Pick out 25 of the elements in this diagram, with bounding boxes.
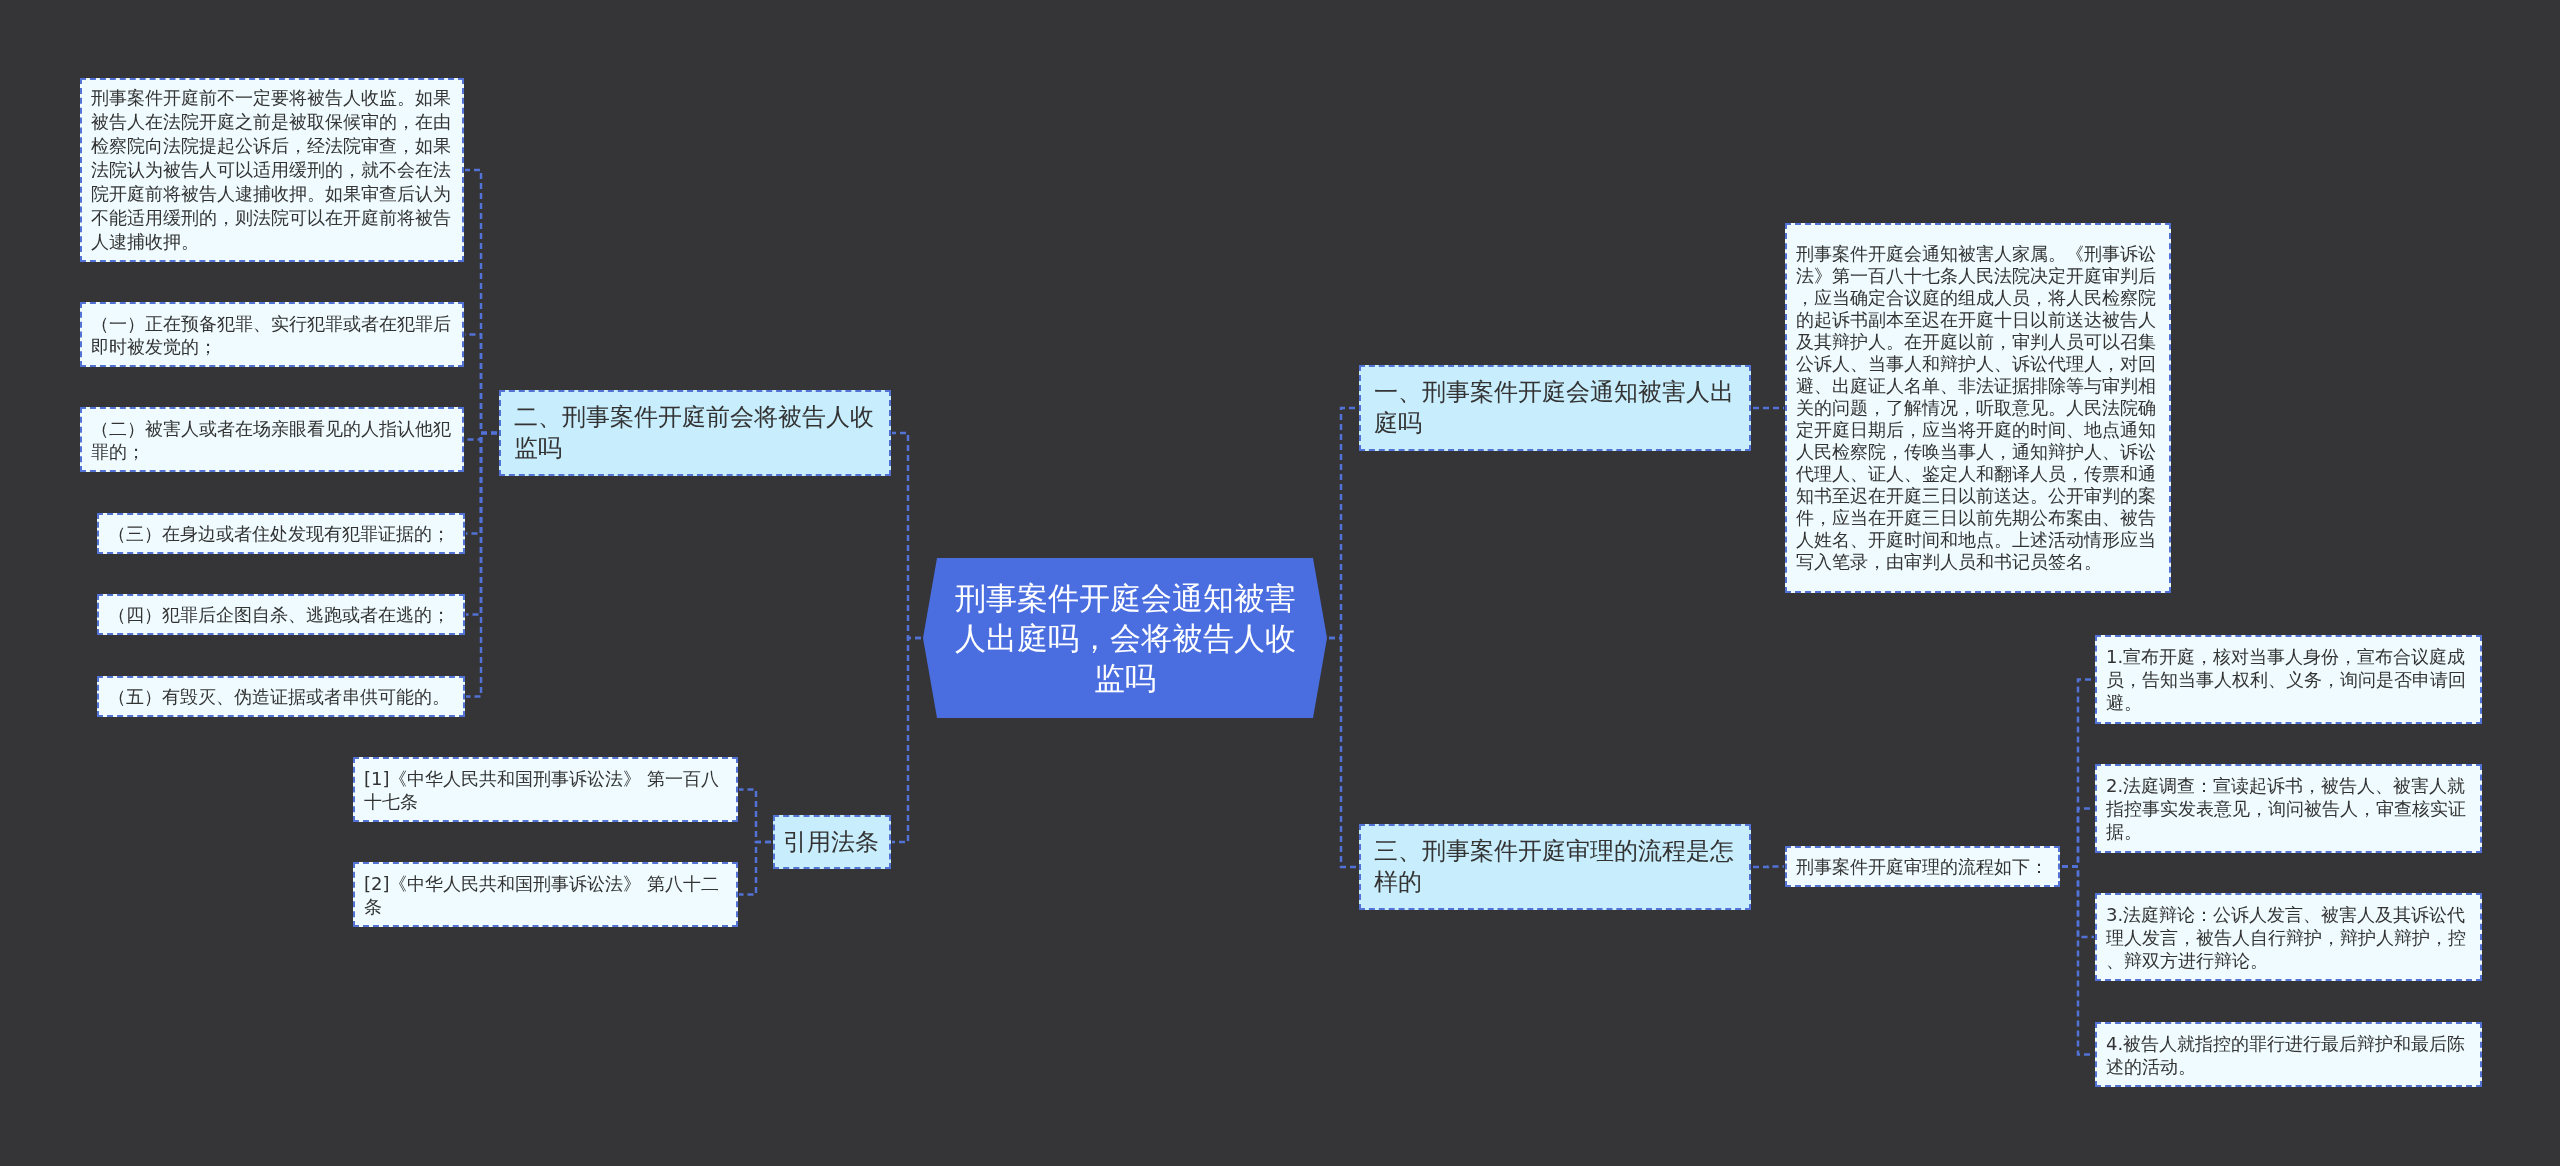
note-box: 刑事案件开庭前不一定要将被告人收监。如果被告人在法院开庭之前是被取保候审的，在由检察院向法院提起公诉后，经法院审查，如果法院认为被告人可以适用缓刑的，就不会在法院开庭前将被告人逮捕收押。如果审查后认为不能适用缓刑的，则法院可以在开庭前将被告人逮捕收押。 — [80, 78, 464, 262]
connector-line — [1329, 636, 1358, 869]
note-box: （五）有毁灭、伪造证据或者串供可能的。 — [97, 676, 465, 717]
topic-box: 引用法条 — [773, 815, 891, 869]
note-box: 3.法庭辩论：公诉人发言、被害人及其诉讼代理人发言，被告人自行辩护，辩护人辩护，控、辩双方进行辩论。 — [2095, 893, 2482, 981]
note-box: 刑事案件开庭会通知被害人家属。《刑事诉讼法》第一百八十七条人民法院决定开庭审判后，应当确定合议庭的组成人员，将人民检察院的起诉书副本至迟在开庭十日以前送达被告人及其辩护人。在开庭以前，审判人员可以召集公诉人、当事人和辩护人、诉讼代理人，对回避、出庭证人名单、非法证据排除等与审判相关的问题，了解情况，听取意见。人民法院确定开庭日期后，应当将开庭的时间、地点通知人民检察院，传唤当事人，通知辩护人、诉讼代理人、证人、鉴定人和翻译人员，传票和通知书至迟在开庭三日以前送达。公开审判的案件，应当在开庭三日以前先期公布案由、被告人姓名、开庭时间和地点。上述活动情形应当写入笔录，由审判人员和书记员签名。 — [1785, 223, 2171, 593]
connector-line — [739, 840, 771, 896]
topic-box: 二、刑事案件开庭前会将被告人收监吗 — [499, 390, 891, 476]
central-topic: 刑事案件开庭会通知被害人出庭吗，会将被告人收监吗 — [923, 558, 1327, 718]
note-box: 刑事案件开庭审理的流程如下： — [1785, 846, 2060, 887]
note-box: [1]《中华人民共和国刑事诉讼法》 第一百八十七条 — [353, 757, 738, 822]
connector-line — [1753, 406, 1784, 410]
note-box: （三）在身边或者住处发现有犯罪证据的； — [97, 513, 465, 554]
note-box: （二）被害人或者在场亲眼看见的人指认他犯罪的； — [80, 407, 464, 472]
connector-line — [1753, 865, 1784, 869]
note-box: （一）正在预备犯罪、实行犯罪或者在犯罪后即时被发觉的； — [80, 302, 464, 367]
topic-box: 一、刑事案件开庭会通知被害人出庭吗 — [1359, 365, 1751, 451]
note-box: 4.被告人就指控的罪行进行最后辩护和最后陈述的活动。 — [2095, 1022, 2482, 1087]
note-box: 2.法庭调查：宣读起诉书，被告人、被害人就指控事实发表意见，询问被告人，审查核实证据。 — [2095, 764, 2482, 853]
note-box: （四）犯罪后企图自杀、逃跑或者在逃的； — [97, 594, 465, 635]
note-box: [2]《中华人民共和国刑事诉讼法》 第八十二条 — [353, 862, 738, 927]
note-box: 1.宣布开庭，核对当事人身份，宣布合议庭成员，告知当事人权利、义务，询问是否申请回避。 — [2095, 635, 2482, 724]
topic-box: 三、刑事案件开庭审理的流程是怎样的 — [1359, 824, 1751, 910]
connector-line — [892, 636, 921, 844]
connector-line — [466, 431, 497, 698]
